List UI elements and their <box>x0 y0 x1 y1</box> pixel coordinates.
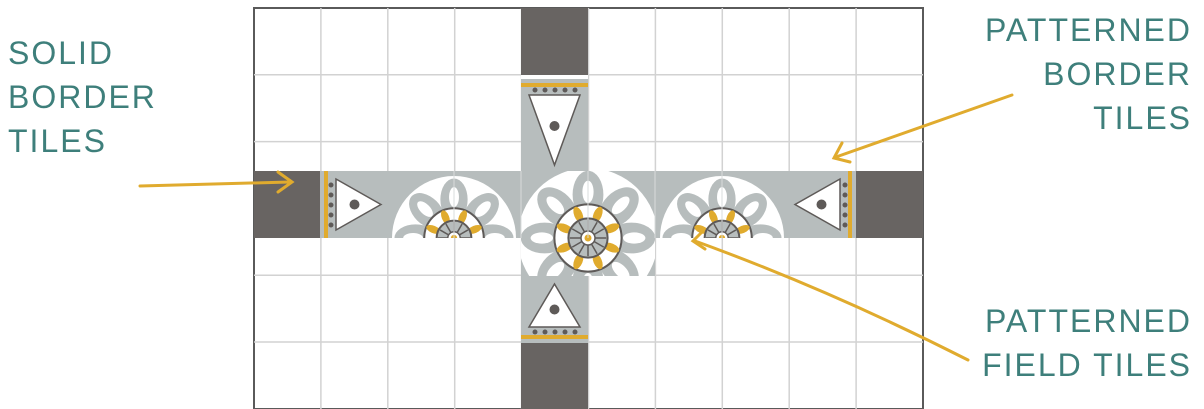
solid-tile-bottom <box>521 343 588 409</box>
label-line: BORDER <box>8 75 157 119</box>
label-line: TILES <box>985 96 1192 140</box>
patterned-border-tile-bottom <box>521 276 588 343</box>
label-line: SOLID <box>8 31 157 75</box>
label-patterned-field-tiles: PATTERNED FIELD TILES <box>982 299 1192 387</box>
solid-tile-top <box>521 8 588 75</box>
label-line: PATTERNED <box>982 299 1192 343</box>
label-patterned-border-tiles: PATTERNED BORDER TILES <box>985 8 1192 140</box>
label-line: BORDER <box>985 52 1192 96</box>
patterned-border-tile-left <box>320 171 387 238</box>
label-line: FIELD TILES <box>982 343 1192 387</box>
patterned-border-tile-right <box>789 171 856 238</box>
patterned-border-tile-top <box>521 79 588 171</box>
solid-tile-right <box>856 171 923 238</box>
label-solid-border-tiles: SOLID BORDER TILES <box>8 31 157 163</box>
label-line: PATTERNED <box>985 8 1192 52</box>
label-line: TILES <box>8 119 157 163</box>
